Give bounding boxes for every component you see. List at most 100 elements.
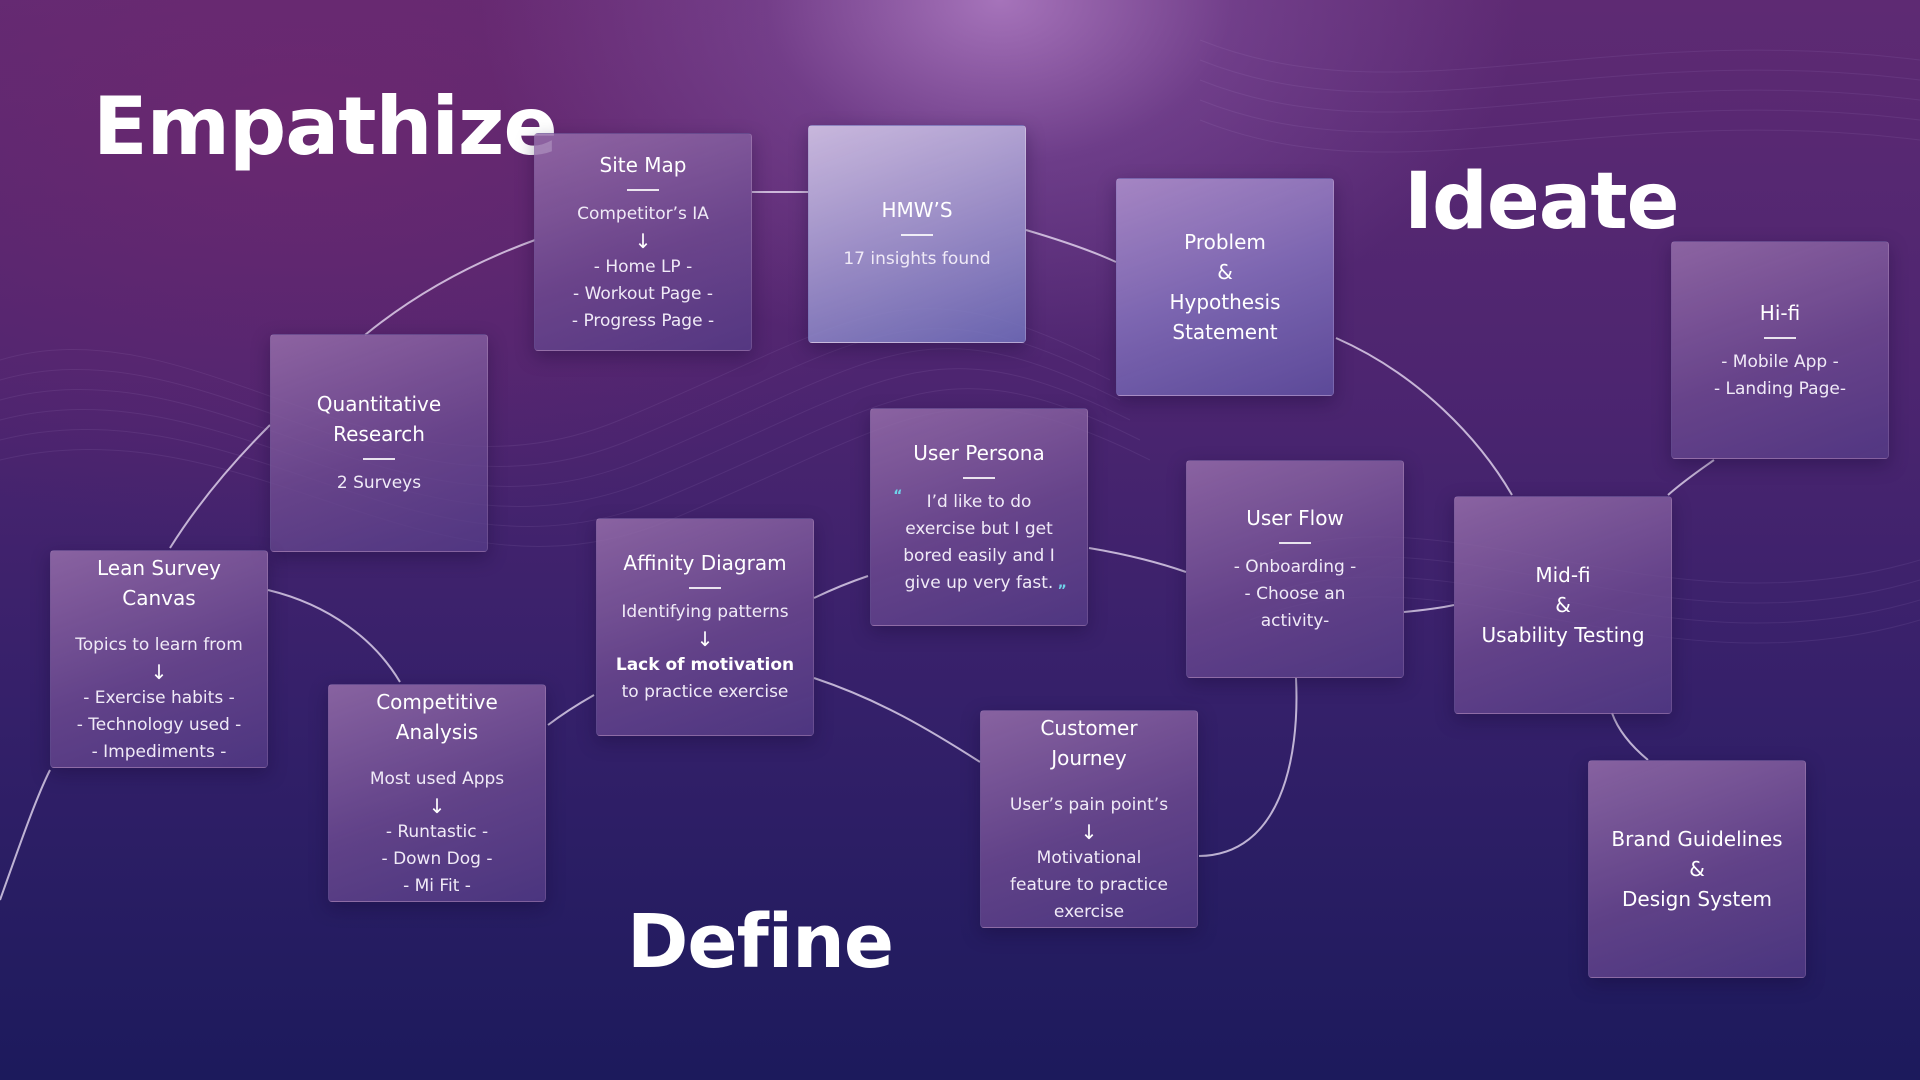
- arrow-down-icon: ↓: [696, 627, 714, 651]
- divider: [1764, 336, 1796, 339]
- card-after-line: Motivational: [1036, 847, 1142, 868]
- card-lean-survey-canvas: Lean Survey Canvas Topics to learn from …: [50, 550, 268, 768]
- card-item: - Runtastic -: [385, 821, 489, 842]
- connector-midfi-to-hifi: [1667, 459, 1715, 496]
- card-title-line: &: [1555, 593, 1571, 617]
- card-title-line: Statement: [1172, 320, 1278, 344]
- card-title-line: Competitive: [376, 689, 498, 714]
- card-after-line: exercise: [1053, 901, 1125, 922]
- quote-line: give up very fast.: [904, 572, 1054, 593]
- connector-lean-to-competitive: [267, 589, 401, 683]
- connector-quant-to-sitemap: [364, 239, 536, 336]
- connector-problem-to-midfi: [1335, 337, 1513, 496]
- card-site-map: Site Map Competitor’s IA ↓ - Home LP - -…: [534, 133, 752, 351]
- arrow-down-icon: ↓: [150, 659, 168, 684]
- card-item: - Choose an: [1244, 584, 1346, 604]
- card-title: Hi-fi: [1759, 300, 1801, 325]
- card-title-line: Brand Guidelines: [1611, 827, 1783, 851]
- card-title-line: Analysis: [395, 719, 479, 744]
- card-title-line: Customer: [1040, 715, 1138, 740]
- card-item: - Home LP -: [593, 256, 693, 277]
- card-item: - Exercise habits -: [83, 687, 235, 708]
- connector-userflow-to-midfi: [1403, 604, 1455, 613]
- phase-empathize-heading: Empathize: [93, 80, 558, 173]
- card-title: Affinity Diagram: [623, 551, 787, 575]
- card-customer-journey: Customer Journey User’s pain point’s ↓ M…: [980, 710, 1198, 928]
- card-title-line: &: [1689, 857, 1705, 881]
- card-intro: User’s pain point’s: [1009, 794, 1169, 815]
- connector-affinity-to-persona: [813, 575, 869, 599]
- card-hi-fi: Hi-fi - Mobile App - - Landing Page-: [1671, 241, 1889, 459]
- card-item: - Mobile App -: [1721, 351, 1839, 372]
- card-problem-hypothesis: Problem & Hypothesis Statement: [1116, 178, 1334, 396]
- card-quantitative-research: Quantitative Research 2 Surveys: [270, 334, 488, 552]
- divider: [627, 188, 659, 191]
- persona-quote: “ I’d like to do exercise but I get bore…: [893, 488, 1067, 599]
- card-intro: Competitor’s IA: [577, 203, 709, 224]
- connector-start: [0, 769, 51, 901]
- card-after: to practice exercise: [621, 682, 789, 702]
- card-intro: Most used Apps: [369, 768, 505, 789]
- quote-line: exercise but I get: [905, 518, 1053, 539]
- card-intro: Identifying patterns: [621, 602, 789, 622]
- card-highlight: Lack of motivation: [615, 655, 795, 675]
- quote-line: I’d like to do: [926, 491, 1032, 512]
- card-item: - Onboarding -: [1233, 557, 1357, 577]
- connector-affinity-to-journey: [813, 677, 981, 763]
- card-title-line: Problem: [1184, 230, 1266, 254]
- card-title-line: Usability Testing: [1481, 623, 1645, 647]
- card-competitive-analysis: Competitive Analysis Most used Apps ↓ - …: [328, 684, 546, 902]
- divider: [963, 476, 995, 479]
- divider: [363, 458, 395, 460]
- card-title-line: Lean Survey: [97, 555, 221, 580]
- connector-persona-to-userflow: [1088, 547, 1187, 573]
- arrow-down-icon: ↓: [428, 793, 446, 818]
- card-title: HMW’S: [881, 198, 953, 222]
- card-after-line: feature to practice: [1010, 874, 1168, 895]
- arrow-down-icon: ↓: [634, 228, 652, 253]
- divider: [901, 234, 933, 236]
- card-item: - Technology used -: [76, 714, 242, 735]
- card-title-line: Quantitative: [316, 392, 442, 416]
- card-title-line: Journey: [1051, 745, 1127, 770]
- card-item: activity-: [1260, 611, 1330, 631]
- card-user-flow: User Flow - Onboarding - - Choose an act…: [1186, 460, 1404, 678]
- card-title-line: Research: [333, 422, 425, 446]
- card-title-line: &: [1217, 260, 1233, 284]
- card-item: - Workout Page -: [573, 283, 713, 304]
- card-title-line: Mid-fi: [1535, 563, 1591, 587]
- card-item: - Impediments -: [91, 741, 227, 762]
- phase-ideate-heading: Ideate: [1404, 157, 1680, 247]
- card-affinity-diagram: Affinity Diagram Identifying patterns ↓ …: [596, 518, 814, 736]
- card-hmws: HMW’S 17 insights found: [808, 125, 1026, 343]
- connector-lean-to-quant: [169, 424, 271, 549]
- quote-open-icon: “: [893, 487, 903, 504]
- arrow-down-icon: ↓: [1080, 819, 1098, 844]
- card-item: - Progress Page -: [571, 310, 715, 331]
- connector-userflow-to-journey: [1198, 677, 1298, 857]
- card-item: - Mi Fit -: [403, 875, 471, 896]
- divider: [1279, 542, 1311, 544]
- phase-define-heading: Define: [627, 899, 894, 985]
- card-intro: Topics to learn from: [75, 634, 243, 655]
- card-item: - Landing Page-: [1714, 378, 1846, 399]
- card-mid-fi-usability: Mid-fi & Usability Testing: [1454, 496, 1672, 714]
- card-title-line: Design System: [1622, 887, 1772, 911]
- quote-close-icon: ”: [1057, 582, 1067, 599]
- divider: [689, 587, 721, 589]
- card-item: - Down Dog -: [381, 848, 493, 869]
- connector-midfi-to-brand: [1611, 712, 1649, 761]
- connector-hmw-to-problem: [1025, 229, 1117, 263]
- card-title: Site Map: [599, 152, 687, 177]
- card-title-line: Hypothesis: [1169, 290, 1281, 314]
- card-user-persona: User Persona “ I’d like to do exercise b…: [870, 408, 1088, 626]
- card-body: 17 insights found: [843, 249, 991, 269]
- card-title: User Persona: [913, 440, 1045, 465]
- connector-competitive-to-affinity: [547, 694, 595, 726]
- card-brand-guidelines: Brand Guidelines & Design System: [1588, 760, 1806, 978]
- card-body: 2 Surveys: [336, 473, 422, 493]
- card-title-line: Canvas: [122, 585, 196, 610]
- card-title: User Flow: [1246, 506, 1344, 530]
